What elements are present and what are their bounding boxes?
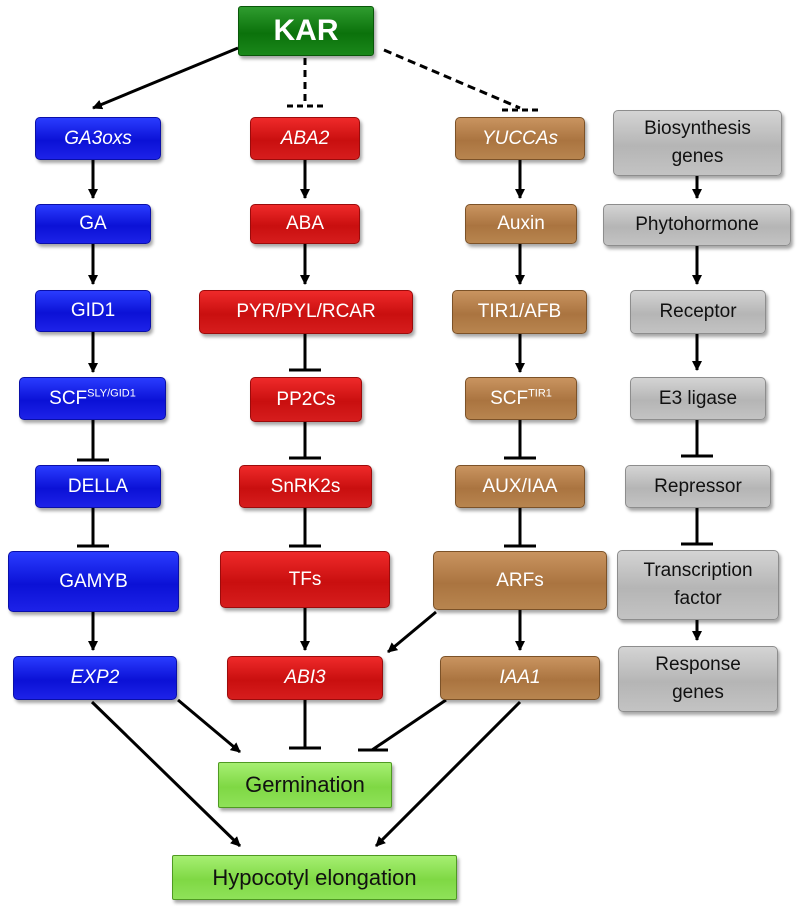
della-node: DELLA	[35, 465, 161, 508]
germination-label: Germination	[245, 772, 365, 797]
ga-label: GA	[79, 213, 107, 234]
gid1-label: GID1	[70, 300, 116, 321]
tfs-node: TFs	[220, 551, 390, 608]
aux-iaa-label: AUX/IAA	[482, 475, 558, 497]
transcription-label-line2: factor	[674, 588, 722, 609]
aba-label: ABA	[285, 213, 325, 234]
scf-sly-gid1-node: SCFSLY/GID1	[19, 377, 166, 420]
response-label-line2: genes	[672, 682, 724, 703]
della-label: DELLA	[67, 475, 129, 497]
arfs-node: ARFs	[433, 551, 607, 610]
pyr-pyl-rcar-label: PYR/PYL/RCAR	[236, 301, 376, 322]
yuccas-node: YUCCAs	[455, 117, 585, 160]
biosynthesis-label-line1: Biosynthesis	[644, 118, 751, 139]
scf-tir1-superscript: TIR1	[528, 387, 552, 400]
scf-sly-gid1-label: SCFSLY/GID1	[49, 385, 136, 413]
yuccas-label: YUCCAs	[481, 127, 558, 149]
gid1-node: GID1	[35, 290, 151, 332]
aba2-label: ABA2	[280, 127, 330, 149]
transcription-factor-node: Transcription factor	[617, 550, 779, 620]
snrk2s-label: SnRK2s	[270, 475, 341, 497]
aba2-node: ABA2	[250, 117, 360, 160]
response-genes-node: Response genes	[618, 646, 778, 712]
repressor-node: Repressor	[625, 465, 771, 508]
hypocotyl-elongation-label: Hypocotyl elongation	[212, 864, 417, 890]
pp2cs-node: PP2Cs	[250, 377, 362, 422]
auxin-node: Auxin	[465, 204, 577, 244]
response-label-line1: Response	[655, 654, 741, 675]
repressor-label: Repressor	[654, 475, 742, 497]
aba-node: ABA	[250, 204, 360, 244]
snrk2s-node: SnRK2s	[239, 465, 372, 508]
phytohormone-label: Phytohormone	[635, 214, 759, 235]
inhibit-iaa1-to-germination	[371, 698, 447, 752]
pp2cs-label: PP2Cs	[276, 388, 336, 410]
arfs-label: ARFs	[496, 569, 544, 591]
auxin-label: Auxin	[497, 213, 545, 234]
kar-label: KAR	[273, 14, 339, 47]
abi3-label: ABI3	[284, 667, 326, 688]
e3-ligase-node: E3 ligase	[630, 377, 766, 420]
phytohormone-node: Phytohormone	[603, 204, 791, 246]
scf-tir1-label: SCFTIR1	[490, 385, 552, 413]
aux-iaa-node: AUX/IAA	[455, 465, 585, 508]
kar-node: KAR	[238, 6, 374, 56]
abi3-node: ABI3	[227, 656, 383, 700]
scf-tir1-base-text: SCF	[490, 387, 529, 409]
dashed-inhibit-kar-to-yuccas	[383, 48, 521, 110]
transcription-label-line1: Transcription	[643, 560, 753, 581]
arrow-kar-to-ga3oxs	[92, 46, 239, 110]
receptor-label: Receptor	[659, 301, 737, 322]
biosynthesis-label-line2: genes	[671, 146, 724, 167]
exp2-node: EXP2	[13, 656, 177, 700]
arrow-arfs-to-abi3	[387, 610, 437, 654]
pyr-pyl-rcar-node: PYR/PYL/RCAR	[199, 290, 413, 334]
e3-ligase-label: E3 ligase	[658, 387, 738, 409]
scf-tir1-node: SCFTIR1	[465, 377, 577, 420]
iaa1-node: IAA1	[440, 656, 600, 700]
tir1-afb-label: TIR1/AFB	[477, 301, 562, 322]
ga3oxs-label: GA3oxs	[64, 127, 132, 149]
arrow-exp2-to-germination	[177, 698, 241, 754]
arrow-iaa1-to-hypocotyl	[374, 700, 522, 848]
ga3oxs-node: GA3oxs	[35, 117, 161, 160]
tir1-afb-node: TIR1/AFB	[452, 290, 587, 334]
hypocotyl-elongation-node: Hypocotyl elongation	[172, 855, 457, 900]
exp2-label: EXP2	[70, 667, 120, 688]
iaa1-label: IAA1	[499, 667, 541, 688]
receptor-node: Receptor	[630, 290, 766, 334]
scf-base-text: SCF	[49, 387, 88, 409]
arrow-exp2-to-hypocotyl	[90, 700, 242, 848]
gamyb-node: GAMYB	[8, 551, 179, 612]
scf-superscript: SLY/GID1	[87, 387, 136, 400]
tfs-label: TFs	[288, 568, 322, 590]
biosynthesis-genes-node: Biosynthesis genes	[613, 110, 782, 176]
gamyb-label: GAMYB	[59, 570, 128, 592]
germination-node: Germination	[218, 762, 392, 808]
ga-node: GA	[35, 204, 151, 244]
